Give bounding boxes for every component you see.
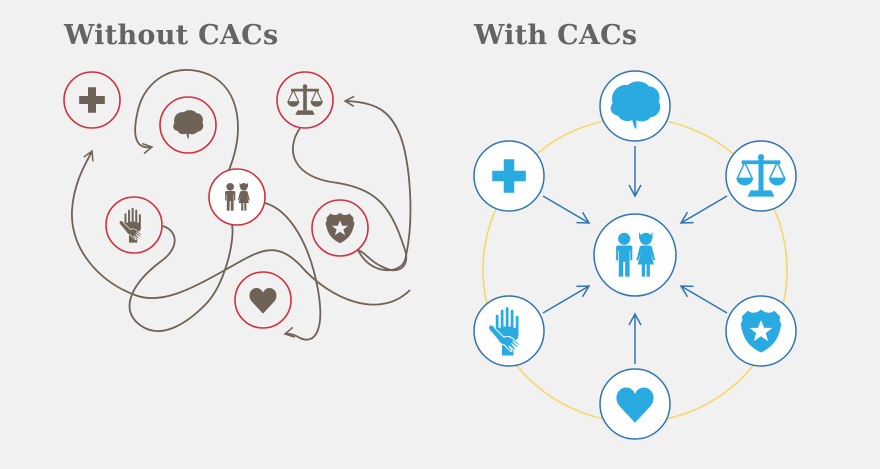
node-medical[interactable] [63,71,121,129]
path-children-to-heart [264,202,322,341]
node-mental-health[interactable] [159,96,217,154]
node-mental-health[interactable] [599,70,671,142]
path-scales-loop [292,127,408,272]
title-with-cacs: With CACs [474,20,638,51]
node-victim-support[interactable] [234,271,292,329]
node-children[interactable] [208,168,266,226]
node-medical[interactable] [473,140,545,212]
node-advocacy[interactable] [473,295,545,367]
arrow-badge-to-center [679,285,728,314]
tangled-paths [71,69,412,341]
without-cacs-diagram [63,69,412,341]
arrow-hand-to-center [542,285,591,314]
node-law-enforcement[interactable] [311,199,369,257]
center-node-children[interactable] [593,213,677,297]
with-cacs-diagram [473,70,797,440]
node-law-enforcement[interactable] [725,295,797,367]
arrow-cross-to-center [542,195,591,224]
node-legal[interactable] [276,71,334,129]
path-children-to-brain [134,69,239,171]
node-victim-support[interactable] [599,368,671,440]
arrow-scales-to-center [679,195,728,224]
arrows-to-center [542,146,728,364]
path-badge-to-scales [343,95,412,272]
path-hand-loop [128,224,234,332]
node-advocacy[interactable] [105,196,163,254]
title-without-cacs: Without CACs [64,20,279,51]
node-legal[interactable] [725,140,797,212]
path-to-cross [71,149,411,306]
